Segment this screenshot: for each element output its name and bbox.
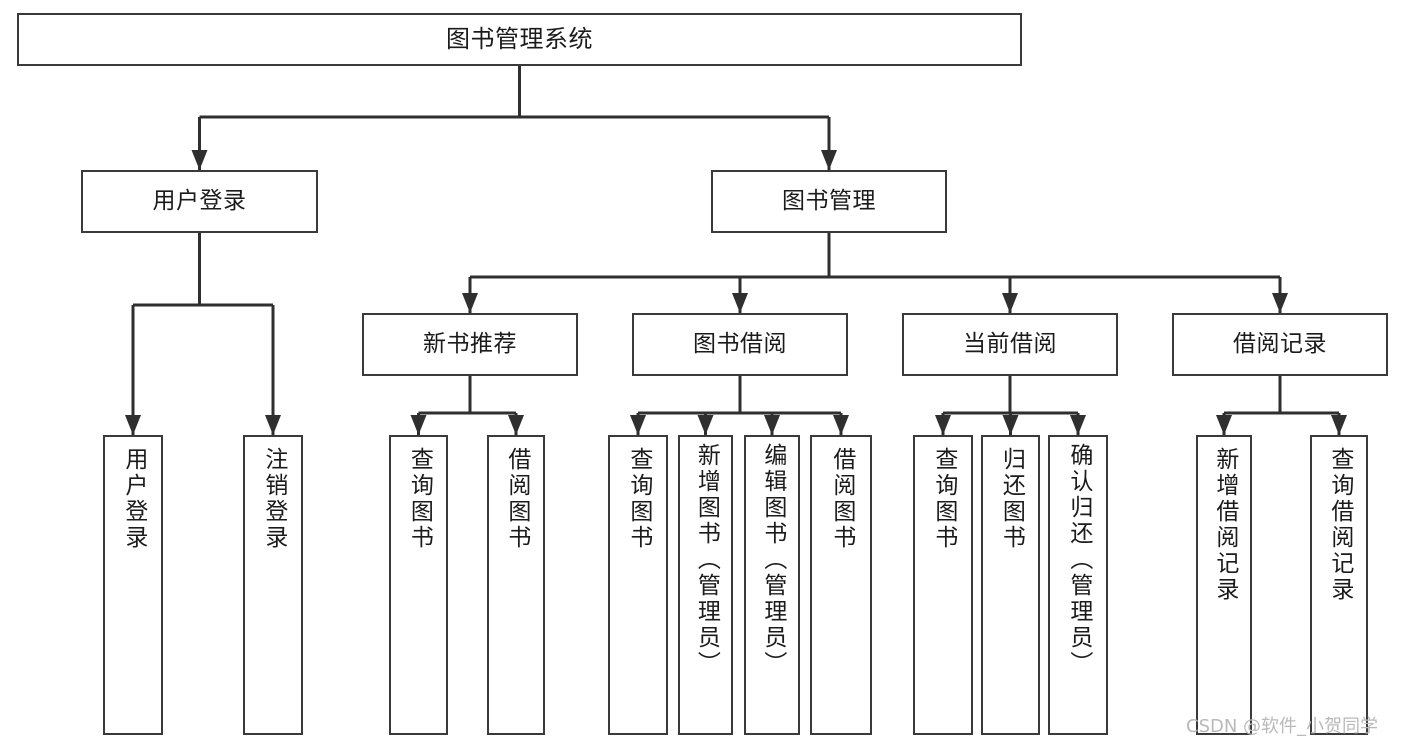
leaf-borrow-book-label: 借阅图书 xyxy=(828,447,855,551)
node-new-book-recommend[interactable]: 新书推荐 xyxy=(362,313,578,376)
leaf-user-login-label: 用户登录 xyxy=(120,447,147,551)
node-root[interactable]: 图书管理系统 xyxy=(17,13,1022,66)
leaf-query-book-current[interactable]: 查询图书 xyxy=(913,435,973,735)
node-user-login-label: 用户登录 xyxy=(152,188,247,215)
leaf-query-borrow-record-label: 查询借阅记录 xyxy=(1326,447,1353,603)
csdn-watermark: CSDN @软件_小贺同学 xyxy=(1186,716,1379,737)
leaf-user-login[interactable]: 用户登录 xyxy=(103,435,163,735)
node-new-book-recommend-label: 新书推荐 xyxy=(423,331,517,358)
node-borrow-record-label: 借阅记录 xyxy=(1233,331,1327,358)
node-book-management-label: 图书管理 xyxy=(782,188,876,215)
leaf-add-borrow-record-label: 新增借阅记录 xyxy=(1211,447,1238,603)
leaf-add-book-admin[interactable]: 新增图书（管理员） xyxy=(678,435,733,735)
leaf-confirm-return-admin[interactable]: 确认归还（管理员） xyxy=(1048,435,1108,735)
node-borrow-record[interactable]: 借阅记录 xyxy=(1172,313,1388,376)
node-book-management[interactable]: 图书管理 xyxy=(711,170,947,233)
node-current-borrow[interactable]: 当前借阅 xyxy=(902,313,1118,376)
leaf-logout-label: 注销登录 xyxy=(260,447,287,551)
leaf-add-book-admin-label: 新增图书（管理员） xyxy=(693,443,720,677)
leaf-borrow-book-rec-label: 借阅图书 xyxy=(503,447,530,551)
leaf-add-borrow-record[interactable]: 新增借阅记录 xyxy=(1196,435,1252,735)
node-current-borrow-label: 当前借阅 xyxy=(963,331,1057,358)
leaf-edit-book-admin[interactable]: 编辑图书（管理员） xyxy=(744,435,800,735)
node-root-label: 图书管理系统 xyxy=(446,24,593,53)
leaf-borrow-book[interactable]: 借阅图书 xyxy=(810,435,872,735)
leaf-logout[interactable]: 注销登录 xyxy=(243,435,303,735)
node-user-login[interactable]: 用户登录 xyxy=(81,170,318,233)
leaf-query-book-rec-label: 查询图书 xyxy=(406,447,433,551)
leaf-confirm-return-admin-label: 确认归还（管理员） xyxy=(1065,443,1092,677)
leaf-query-borrow-record[interactable]: 查询借阅记录 xyxy=(1310,435,1368,735)
leaf-query-book-current-label: 查询图书 xyxy=(930,447,957,551)
node-book-borrow-label: 图书借阅 xyxy=(693,331,787,358)
leaf-borrow-book-rec[interactable]: 借阅图书 xyxy=(487,435,545,735)
leaf-return-book-label: 归还图书 xyxy=(998,447,1025,551)
leaf-return-book[interactable]: 归还图书 xyxy=(981,435,1040,735)
leaf-edit-book-admin-label: 编辑图书（管理员） xyxy=(759,443,786,677)
leaf-query-book-rec[interactable]: 查询图书 xyxy=(389,435,448,735)
node-book-borrow[interactable]: 图书借阅 xyxy=(632,313,848,376)
leaf-query-book-borrow-label: 查询图书 xyxy=(625,447,652,551)
leaf-query-book-borrow[interactable]: 查询图书 xyxy=(608,435,668,735)
